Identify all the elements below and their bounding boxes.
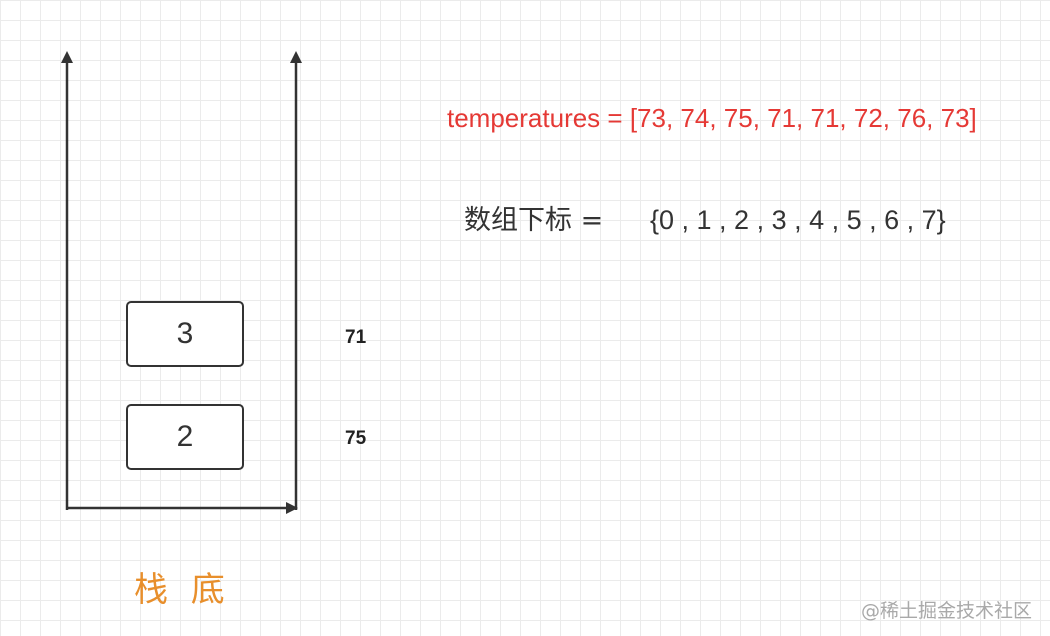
stack-element-bottom-value: 75 (345, 428, 367, 449)
array-index-values: {0 , 1 , 2 , 3 , 4 , 5 , 6 , 7} (650, 205, 946, 235)
stack-element-top-value: 71 (345, 327, 367, 348)
stack-element-bottom: 2 (126, 404, 244, 470)
stack-bottom-label: 栈 底 (134, 570, 231, 610)
array-index-row: 数组下标 = {0 , 1 , 2 , 3 , 4 , 5 , 6 , 7} (464, 198, 946, 237)
stack-element-top: 3 (126, 301, 244, 367)
watermark: @稀土掘金技术社区 (860, 600, 1032, 622)
temperatures-array: temperatures = [73, 74, 75, 71, 71, 72, … (447, 103, 977, 133)
array-index-label: 数组下标 = (464, 205, 604, 236)
